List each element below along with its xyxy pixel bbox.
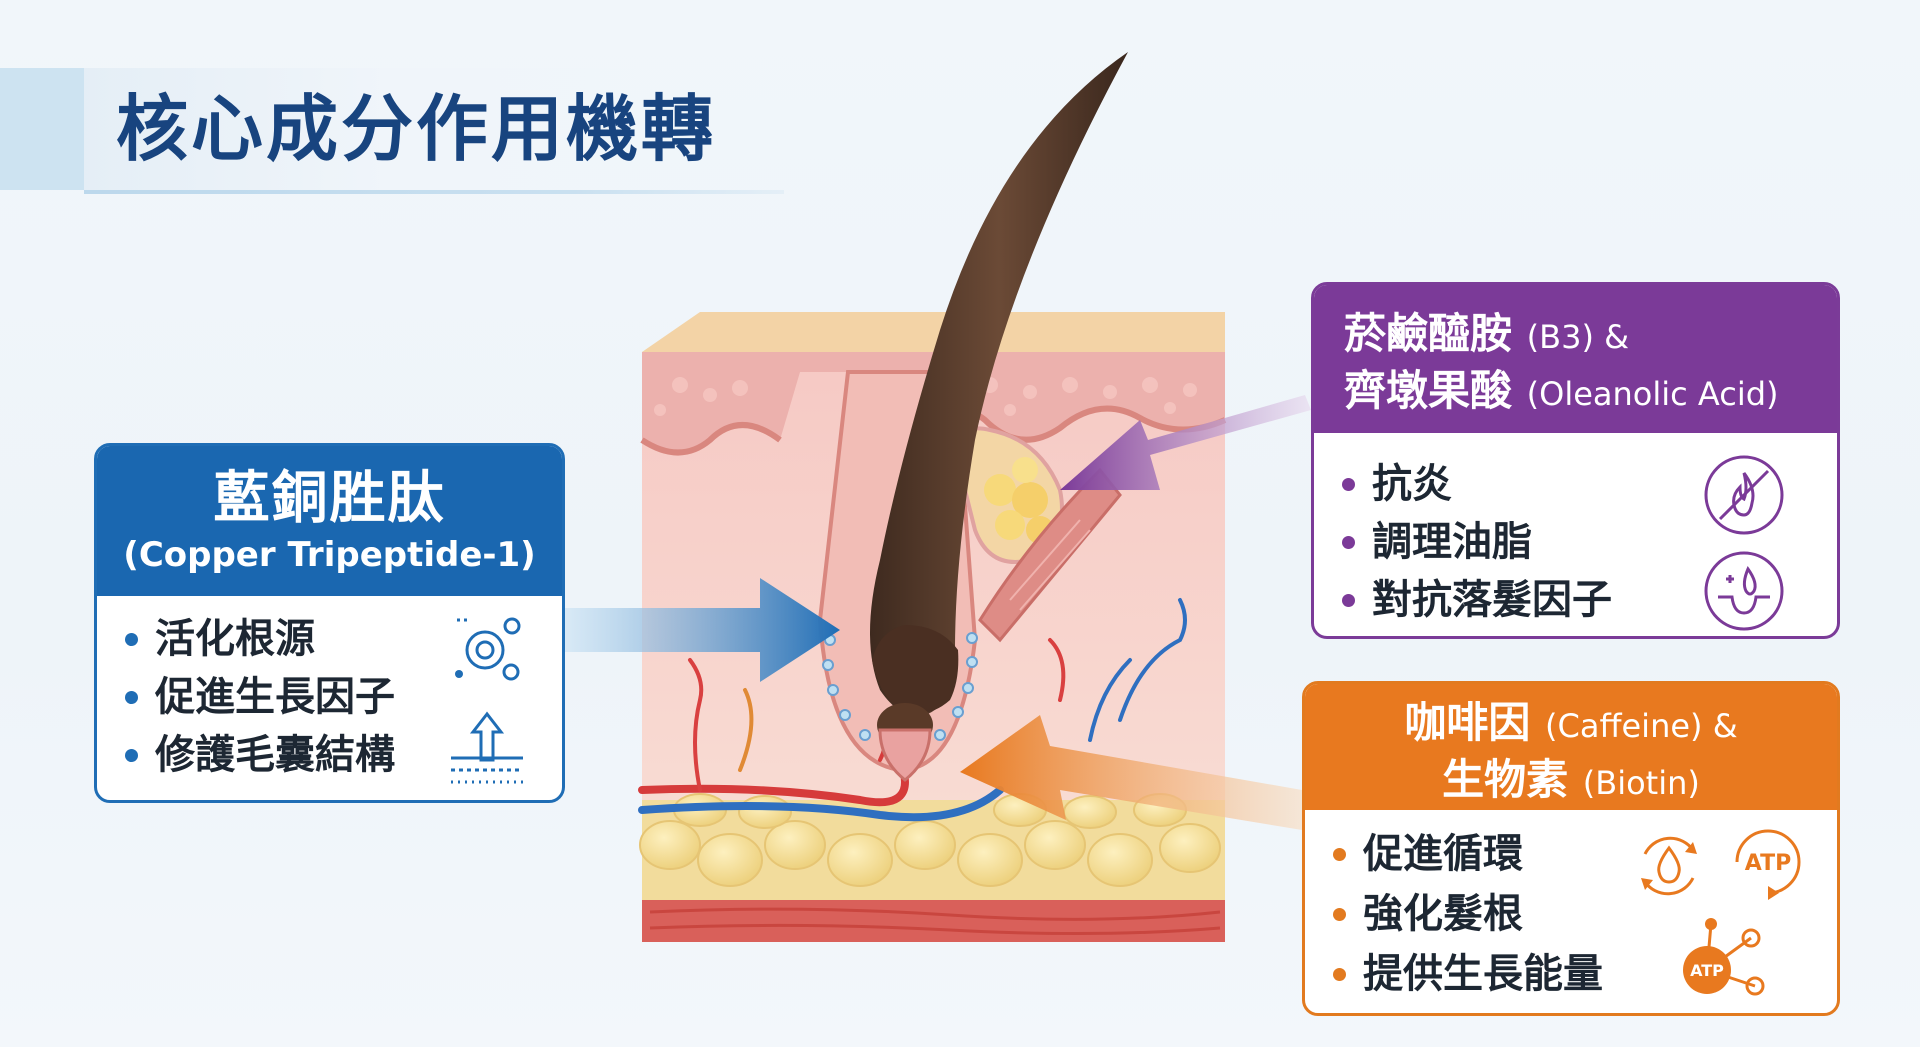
niacinamide-card-body: 抗炎 調理油脂 對抗落髮因子 [1314, 433, 1837, 636]
caffeine-card-header: 咖啡因 (Caffeine) & 生物素 (Biotin) [1305, 684, 1837, 810]
oil-control-icon [1702, 549, 1786, 636]
orange-arrow [960, 715, 1302, 830]
list-item: 活化根源 [119, 610, 395, 668]
hair-shaft [870, 52, 1128, 782]
caffeine-heading-line1: 咖啡因 (Caffeine) & [1305, 696, 1837, 753]
caffeine-heading-line2: 生物素 (Biotin) [1305, 753, 1837, 810]
atp-label: ATP [1745, 851, 1791, 876]
caffeine-card-body: 促進循環 強化髮根 提供生長能量 ATP [1305, 810, 1837, 1010]
atp-energy-icon: ATP [1723, 820, 1813, 908]
caffeine-name: 咖啡因 [1404, 698, 1531, 747]
list-item: 強化髮根 [1327, 884, 1603, 944]
niacinamide-heading-line1: 菸鹼醯胺 (B3) & [1344, 307, 1837, 364]
cell-growth-icon [447, 612, 527, 696]
niacinamide-heading-line2: 齊墩果酸 (Oleanolic Acid) [1344, 364, 1837, 421]
no-inflammation-icon [1702, 453, 1786, 541]
copper-name: 藍銅胜肽 [213, 466, 446, 531]
page-title: 核心成分作用機轉 [116, 87, 717, 171]
list-item: 促進生長因子 [119, 668, 395, 726]
caffeine-benefit-list: 促進循環 強化髮根 提供生長能量 [1327, 824, 1603, 1004]
copper-benefit-list: 活化根源 促進生長因子 修護毛囊結構 [119, 610, 395, 784]
caffeine-card: 咖啡因 (Caffeine) & 生物素 (Biotin) 促進循環 強化髮根 … [1302, 681, 1840, 1016]
blue-arrow [565, 578, 840, 682]
list-item: 對抗落髮因子 [1336, 571, 1612, 629]
title-underline [84, 190, 784, 194]
oleanolic-name: 齊墩果酸 [1344, 366, 1513, 415]
list-item: 調理油脂 [1336, 513, 1612, 571]
oleanolic-english: (Oleanolic Acid) [1526, 375, 1779, 413]
niacinamide-english: (B3) & [1526, 318, 1630, 356]
list-item: 提供生長能量 [1327, 944, 1603, 1004]
copper-card-header: 藍銅胜肽 (Copper Tripeptide-1) [97, 446, 562, 596]
purple-arrow [1060, 395, 1311, 490]
atp-label: ATP [1690, 961, 1724, 980]
caffeine-english: (Caffeine) & [1545, 707, 1738, 745]
sebaceous-gland [956, 426, 1064, 564]
biotin-english: (Biotin) [1582, 764, 1700, 802]
copper-peptide-card: 藍銅胜肽 (Copper Tripeptide-1) 活化根源 促進生長因子 修… [94, 443, 565, 803]
copper-english-name: (Copper Tripeptide-1) [123, 535, 536, 575]
atp-molecule-icon: ATP [1659, 916, 1779, 1013]
niacinamide-benefit-list: 抗炎 調理油脂 對抗落髮因子 [1336, 455, 1612, 629]
list-item: 修護毛囊結構 [119, 726, 395, 784]
list-item: 促進循環 [1327, 824, 1603, 884]
copper-card-body: 活化根源 促進生長因子 修護毛囊結構 [97, 596, 562, 800]
niacinamide-name: 菸鹼醯胺 [1344, 309, 1513, 358]
niacinamide-card-header: 菸鹼醯胺 (B3) & 齊墩果酸 (Oleanolic Acid) [1314, 285, 1837, 433]
biotin-name: 生物素 [1442, 755, 1569, 804]
list-item: 抗炎 [1336, 455, 1612, 513]
title-band [0, 68, 785, 190]
niacinamide-card: 菸鹼醯胺 (B3) & 齊墩果酸 (Oleanolic Acid) 抗炎 調理油… [1311, 282, 1840, 639]
follicle-repair-icon [447, 706, 527, 790]
circulation-icon [1627, 824, 1711, 912]
